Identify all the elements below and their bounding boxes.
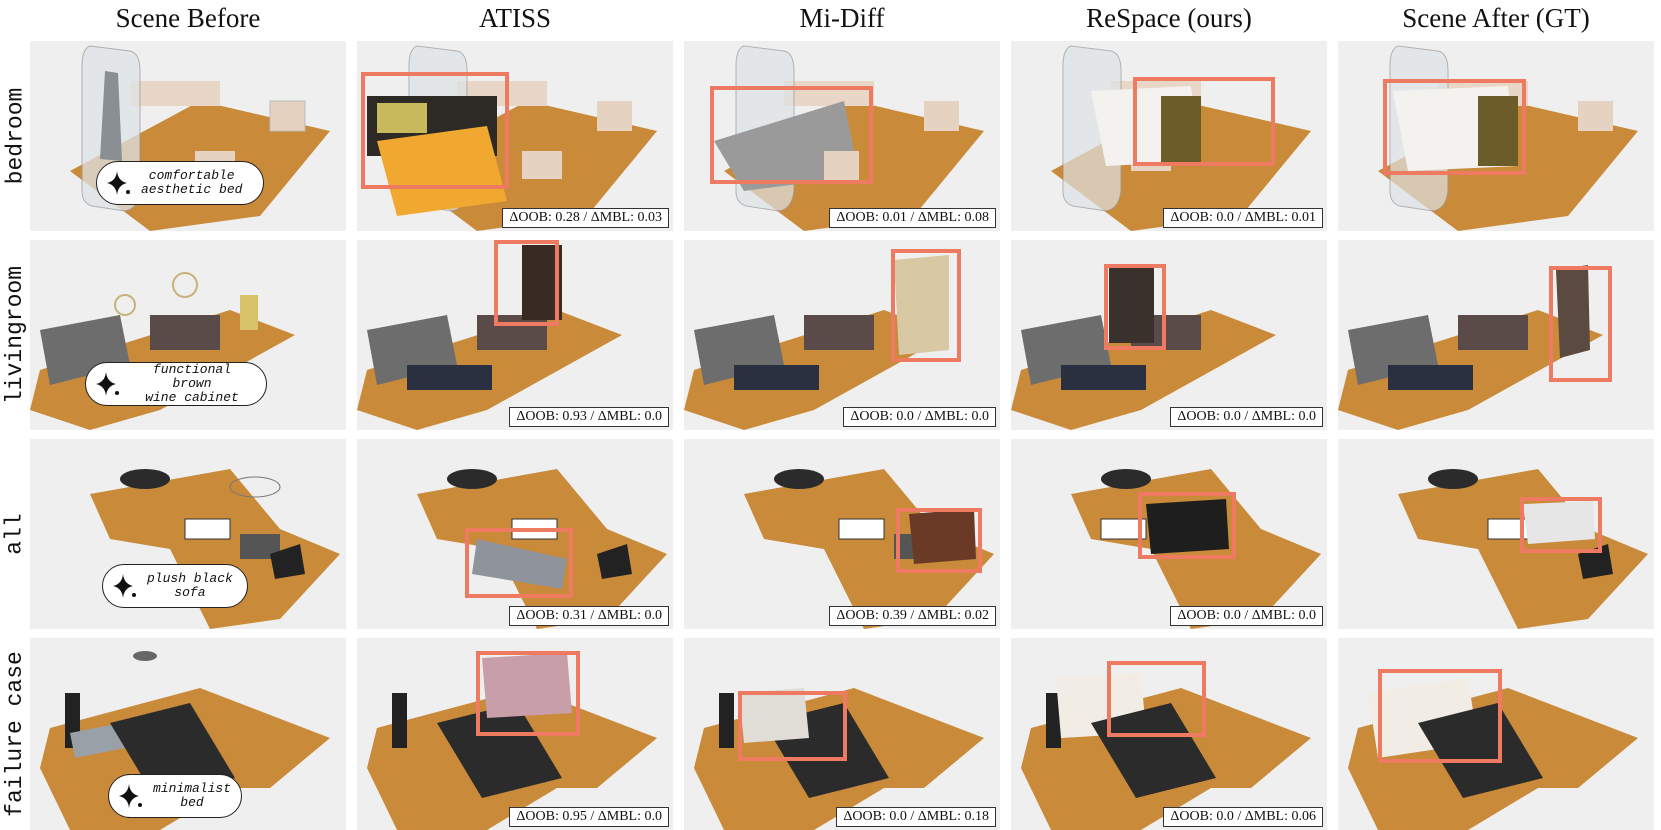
panel-bedroom-before: comfortable aesthetic bed <box>30 41 346 231</box>
panel-livingroom-atiss: ΔOOB: 0.93 / ΔMBL: 0.0 <box>357 240 673 430</box>
scene-render <box>90 469 340 629</box>
scene-render <box>1011 268 1276 430</box>
sparkle-icon <box>107 171 130 195</box>
panel-all-midiff: ΔOOB: 0.39 / ΔMBL: 0.02 <box>684 439 1000 629</box>
metric-label: ΔOOB: 0.0 / ΔMBL: 0.0 <box>1170 407 1323 427</box>
scene-render <box>684 255 949 430</box>
scene-render <box>1398 469 1648 629</box>
highlight-box <box>1107 661 1206 737</box>
sparkle-icon <box>96 372 119 396</box>
panel-failure-after <box>1338 638 1654 830</box>
panel-livingroom-before: functional brown wine cabinet <box>30 240 346 430</box>
scene-render <box>1071 469 1321 629</box>
scene-render <box>357 245 622 430</box>
row-label-bedroom: bedroom <box>2 87 28 185</box>
row-label-failure-case: failure case <box>2 651 29 817</box>
scene-render <box>1051 45 1311 231</box>
highlight-box <box>1133 77 1275 166</box>
panel-livingroom-after <box>1338 240 1654 430</box>
column-header-scene-after: Scene After (GT) <box>1402 3 1590 33</box>
panel-livingroom-midiff: ΔOOB: 0.0 / ΔMBL: 0.0 <box>684 240 1000 430</box>
panel-bedroom-after <box>1338 41 1654 231</box>
highlight-box <box>738 691 847 761</box>
panel-failure-atiss: ΔOOB: 0.95 / ΔMBL: 0.0 <box>357 638 673 830</box>
panel-all-atiss: ΔOOB: 0.31 / ΔMBL: 0.0 <box>357 439 673 629</box>
panel-bedroom-respace: ΔOOB: 0.0 / ΔMBL: 0.01 <box>1011 41 1327 231</box>
highlight-box <box>361 72 509 189</box>
prompt-bubble: plush black sofa <box>102 564 248 608</box>
scene-render <box>367 45 657 231</box>
highlight-box <box>1104 264 1166 350</box>
scene-render <box>744 469 994 629</box>
row-label-livingroom: livingroom <box>2 265 28 405</box>
panel-bedroom-atiss: ΔOOB: 0.28 / ΔMBL: 0.03 <box>357 41 673 231</box>
prompt-bubble: minimalist bed <box>108 774 242 818</box>
column-header-respace: ReSpace (ours) <box>1086 3 1252 33</box>
highlight-box <box>494 240 559 326</box>
metric-label: ΔOOB: 0.39 / ΔMBL: 0.02 <box>829 606 996 626</box>
highlight-box <box>891 249 961 362</box>
row-label-all: all <box>2 513 29 555</box>
scene-render <box>417 469 667 629</box>
prompt-text: comfortable aesthetic bed <box>141 168 243 197</box>
metric-label: ΔOOB: 0.31 / ΔMBL: 0.0 <box>509 606 669 626</box>
metric-label: ΔOOB: 0.95 / ΔMBL: 0.0 <box>509 807 669 827</box>
panel-failure-midiff: ΔOOB: 0.0 / ΔMBL: 0.18 <box>684 638 1000 830</box>
metric-label: ΔOOB: 0.0 / ΔMBL: 0.06 <box>1163 807 1323 827</box>
highlight-box <box>476 651 580 736</box>
panel-failure-respace: ΔOOB: 0.0 / ΔMBL: 0.06 <box>1011 638 1327 830</box>
highlight-box <box>465 528 573 598</box>
panel-all-before: plush black sofa <box>30 439 346 629</box>
metric-label: ΔOOB: 0.0 / ΔMBL: 0.01 <box>1163 208 1323 228</box>
sparkle-icon <box>119 784 142 808</box>
metric-label: ΔOOB: 0.93 / ΔMBL: 0.0 <box>509 407 669 427</box>
scene-render <box>367 653 657 830</box>
prompt-bubble: functional brown wine cabinet <box>85 362 267 406</box>
panel-bedroom-midiff: ΔOOB: 0.01 / ΔMBL: 0.08 <box>684 41 1000 231</box>
highlight-box <box>1138 492 1236 559</box>
highlight-box <box>1520 497 1602 553</box>
highlight-box <box>896 508 982 573</box>
scene-render <box>1338 265 1603 430</box>
panel-failure-before: minimalist bed <box>30 638 346 830</box>
panel-all-after <box>1338 439 1654 629</box>
scene-render <box>1021 673 1311 830</box>
panel-livingroom-respace: ΔOOB: 0.0 / ΔMBL: 0.0 <box>1011 240 1327 430</box>
highlight-box <box>1549 266 1612 382</box>
scene-render <box>1378 45 1638 231</box>
highlight-box <box>1378 669 1502 763</box>
prompt-bubble: comfortable aesthetic bed <box>96 161 264 205</box>
metric-label: ΔOOB: 0.28 / ΔMBL: 0.03 <box>502 208 669 228</box>
highlight-box <box>710 86 873 184</box>
column-header-mi-diff: Mi-Diff <box>799 3 885 33</box>
prompt-text: minimalist bed <box>153 781 232 810</box>
metric-label: ΔOOB: 0.0 / ΔMBL: 0.0 <box>843 407 996 427</box>
panel-all-respace: ΔOOB: 0.0 / ΔMBL: 0.0 <box>1011 439 1327 629</box>
metric-label: ΔOOB: 0.0 / ΔMBL: 0.18 <box>836 807 996 827</box>
column-header-atiss: ATISS <box>478 3 552 33</box>
metric-label: ΔOOB: 0.0 / ΔMBL: 0.0 <box>1170 606 1323 626</box>
metric-label: ΔOOB: 0.01 / ΔMBL: 0.08 <box>829 208 996 228</box>
sparkle-icon <box>113 574 136 598</box>
prompt-text: plush black sofa <box>147 571 233 600</box>
highlight-box <box>1383 79 1526 175</box>
column-header-scene-before: Scene Before <box>115 3 261 33</box>
prompt-text: functional brown wine cabinet <box>145 362 239 405</box>
